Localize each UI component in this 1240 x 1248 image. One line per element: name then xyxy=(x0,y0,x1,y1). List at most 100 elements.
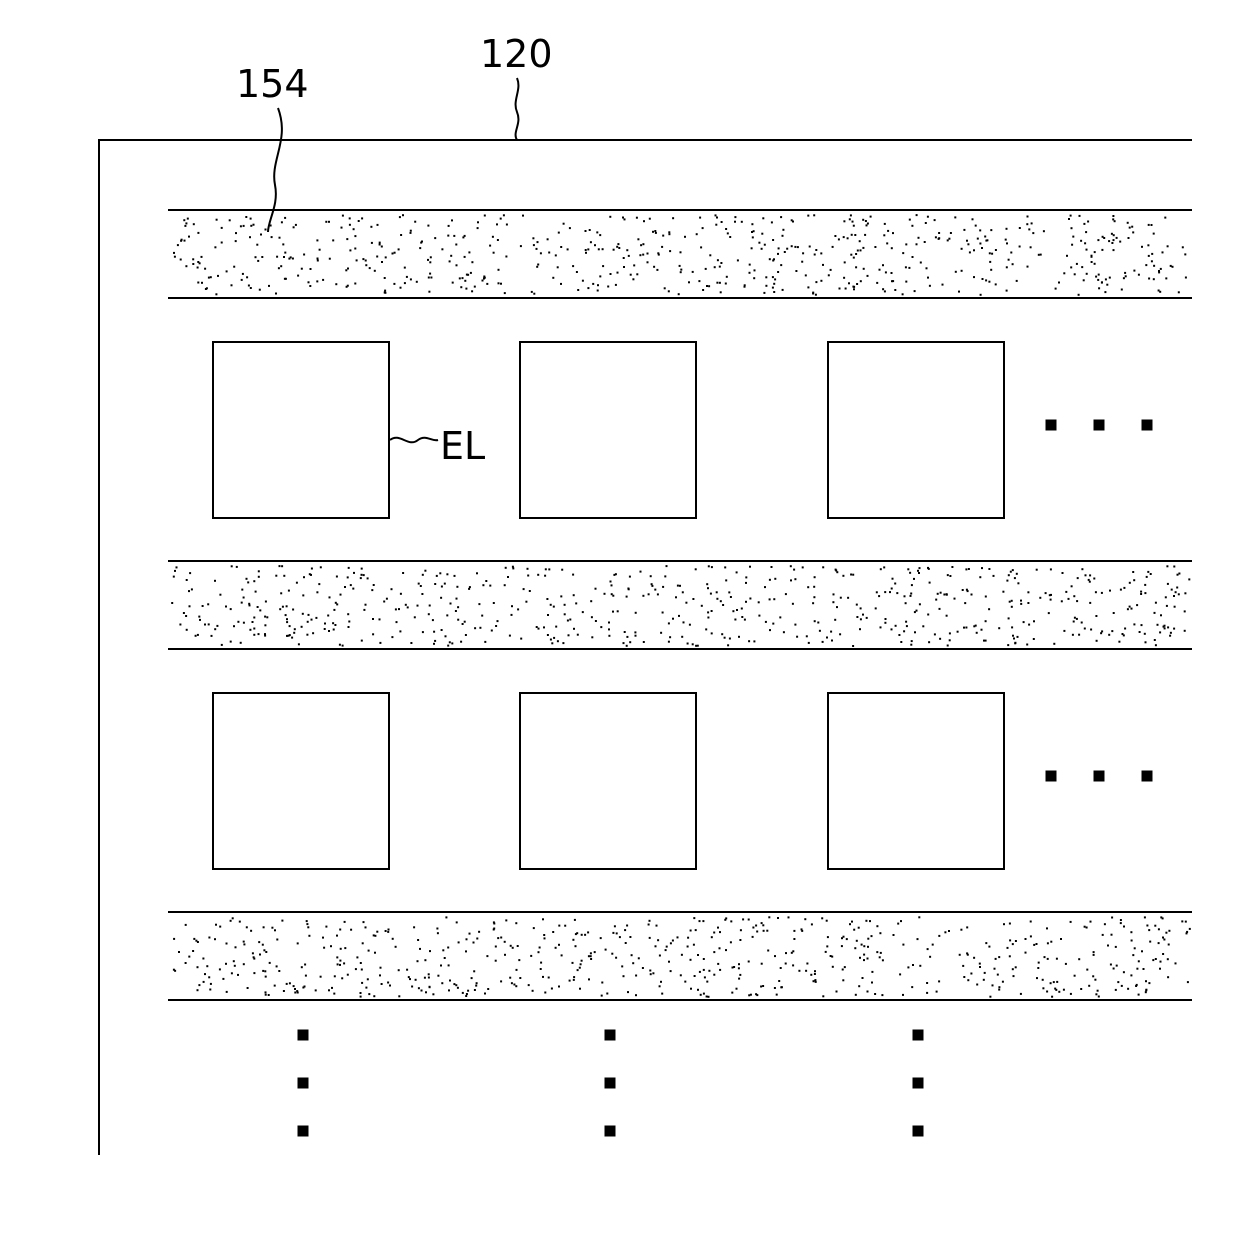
stipple-dot xyxy=(1113,239,1115,241)
stipple-dot xyxy=(1104,291,1106,293)
stipple-dot xyxy=(301,626,303,628)
stipple-dot xyxy=(988,946,990,948)
stipple-dot xyxy=(599,234,601,236)
row-continuation-dot xyxy=(1094,420,1105,431)
stipple-dot xyxy=(993,575,995,577)
stipple-dot xyxy=(197,267,199,269)
stipple-dot xyxy=(630,274,632,276)
stipple-dot xyxy=(1019,227,1021,229)
stipple-dot xyxy=(185,962,187,964)
stipple-dot xyxy=(857,250,859,252)
stipple-dot xyxy=(631,954,633,956)
stipple-dot xyxy=(926,982,928,984)
stipple-dot xyxy=(504,584,506,586)
stipple-dot xyxy=(1050,594,1052,596)
stipple-dot xyxy=(1171,589,1173,591)
stipple-dot xyxy=(446,573,448,575)
stipple-dot xyxy=(708,565,710,567)
stipple-dot xyxy=(844,966,846,968)
stipple-dot xyxy=(697,645,699,647)
stipple-dot xyxy=(503,214,505,216)
stipple-dot xyxy=(871,935,873,937)
stipple-dot xyxy=(815,281,817,283)
stipple-dot xyxy=(866,617,868,619)
stipple-dot xyxy=(1043,230,1045,232)
stipple-dot xyxy=(369,267,371,269)
stipple-dot xyxy=(988,568,990,570)
stipple-dot xyxy=(813,586,815,588)
stipple-dot xyxy=(855,994,857,996)
stipple-dot xyxy=(231,565,233,567)
stipple-dot xyxy=(392,938,394,940)
stipple-dot xyxy=(590,600,592,602)
stipple-dot xyxy=(216,625,218,627)
stipple-dot xyxy=(653,266,655,268)
stipple-dot xyxy=(264,616,266,618)
stipple-dot xyxy=(381,261,383,263)
stipple-dot xyxy=(942,284,944,286)
stipple-dot xyxy=(975,225,977,227)
stipple-dot xyxy=(769,258,771,260)
stipple-dot xyxy=(967,243,969,245)
stipple-dot xyxy=(679,585,681,587)
stipple-dot xyxy=(293,226,295,228)
stipple-dot xyxy=(421,990,423,992)
stipple-dot xyxy=(1014,577,1016,579)
stipple-dot xyxy=(372,633,374,635)
stipple-dot xyxy=(339,960,341,962)
stipple-dot xyxy=(624,218,626,220)
stipple-dot xyxy=(1011,600,1013,602)
stipple-dot xyxy=(801,261,803,263)
stipple-dot xyxy=(1002,591,1004,593)
stipple-dot xyxy=(1093,578,1095,580)
stipple-dot xyxy=(668,231,670,233)
stipple-dot xyxy=(291,637,293,639)
stipple-dot xyxy=(979,229,981,231)
stipple-dot xyxy=(882,959,884,961)
stipple-dot xyxy=(961,248,963,250)
stipple-dot xyxy=(258,570,260,572)
stipple-dot xyxy=(306,920,308,922)
stipple-dot xyxy=(507,576,509,578)
stipple-dot xyxy=(726,276,728,278)
stipple-dot xyxy=(231,284,233,286)
stipple-dot xyxy=(1162,937,1164,939)
stipple-dot xyxy=(827,936,829,938)
stipple-dot xyxy=(758,242,760,244)
stipple-dot xyxy=(713,951,715,953)
stipple-dot xyxy=(745,576,747,578)
stipple-dot xyxy=(339,964,341,966)
stipple-dot xyxy=(668,233,670,235)
stipple-dot xyxy=(622,217,624,219)
stipple-dot xyxy=(365,987,367,989)
stipple-dot xyxy=(533,927,535,929)
stipple-dot xyxy=(1095,591,1097,593)
stipple-dot xyxy=(348,567,350,569)
stipple-dot xyxy=(324,628,326,630)
column-continuation-dot xyxy=(298,1078,309,1089)
stipple-dot xyxy=(509,977,511,979)
stipple-dot xyxy=(1012,968,1014,970)
stipple-dot xyxy=(266,616,268,618)
stipple-dot xyxy=(627,991,629,993)
stipple-dot xyxy=(1162,251,1164,253)
stipple-dot xyxy=(791,219,793,221)
stipple-dot xyxy=(967,954,969,956)
stipple-dot xyxy=(656,925,658,927)
stipple-dot xyxy=(350,584,352,586)
stipple-dot xyxy=(1123,926,1125,928)
stipple-dot xyxy=(543,626,545,628)
stipple-dot xyxy=(1158,928,1160,930)
stipple-dot xyxy=(792,964,794,966)
stipple-dot xyxy=(965,627,967,629)
stipple-dot xyxy=(253,617,255,619)
element-box xyxy=(213,342,389,518)
stipple-dot xyxy=(688,281,690,283)
stipple-dot xyxy=(683,621,685,623)
stipple-dot xyxy=(610,273,612,275)
stipple-dot xyxy=(835,570,837,572)
stipple-dot xyxy=(955,271,957,273)
stipple-dot xyxy=(692,271,694,273)
stipple-dot xyxy=(948,238,950,240)
stipple-dot xyxy=(258,576,260,578)
